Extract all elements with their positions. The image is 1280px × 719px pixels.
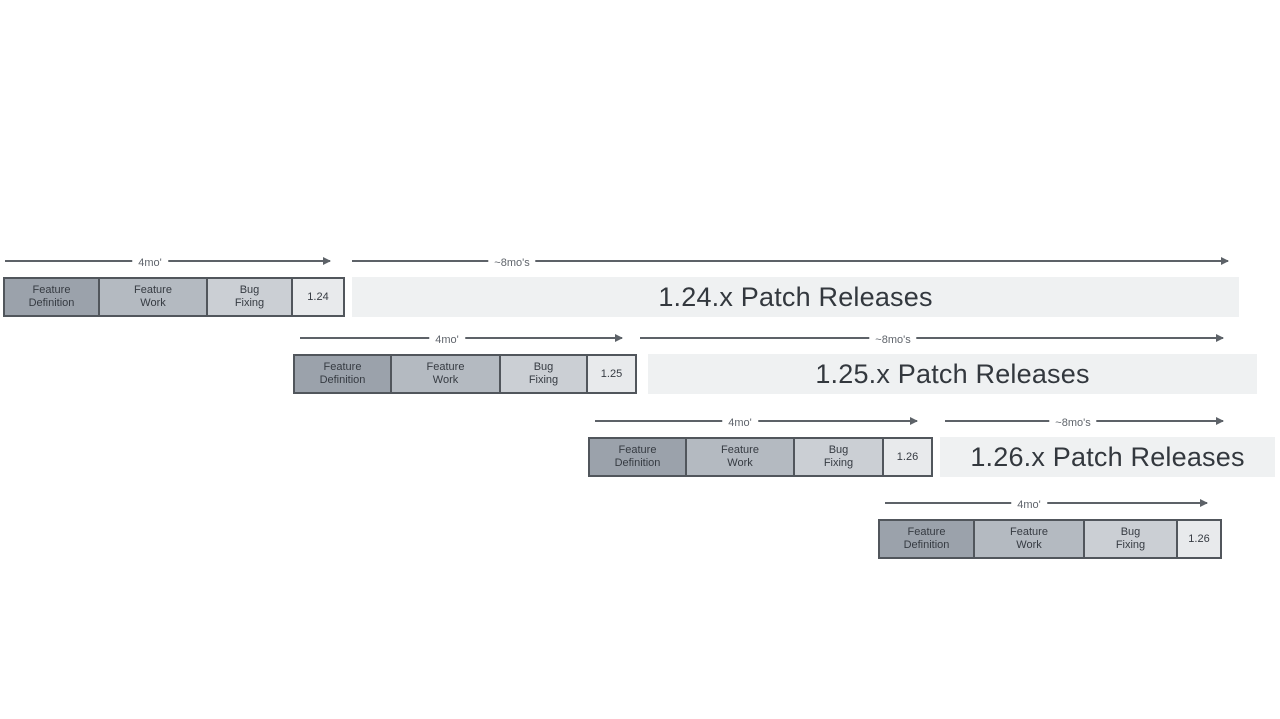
patch-releases-bar: 1.26.x Patch Releases bbox=[940, 437, 1275, 477]
patch-releases-label: 1.26.x Patch Releases bbox=[970, 441, 1245, 472]
phase-label-line: Feature bbox=[1010, 526, 1048, 538]
dev-duration-label: 4mo' bbox=[132, 256, 168, 270]
phase-label-line: Feature bbox=[323, 361, 362, 373]
version-label: 1.26 bbox=[896, 450, 919, 463]
phase-boxes: Feature Definition Feature Work Bug Fixi… bbox=[588, 437, 933, 477]
phase-label-line: Work bbox=[140, 297, 166, 309]
phase-feature-definition: Feature Definition bbox=[878, 519, 975, 559]
phase-label-line: Feature bbox=[721, 444, 759, 456]
phase-boxes: Feature Definition Feature Work Bug Fixi… bbox=[3, 277, 345, 317]
patch-releases-label: 1.25.x Patch Releases bbox=[815, 358, 1090, 389]
phase-boxes: Feature Definition Feature Work Bug Fixi… bbox=[878, 519, 1222, 559]
dev-duration-label: 4mo' bbox=[429, 333, 465, 347]
phase-label-line: Work bbox=[432, 374, 459, 386]
phase-label-line: Fixing bbox=[528, 374, 559, 386]
phase-label-line: Bug bbox=[533, 361, 554, 373]
patch-duration-arrow bbox=[640, 334, 1224, 341]
phase-label-line: Bug bbox=[828, 444, 849, 456]
phase-label-line: Bug bbox=[1120, 526, 1141, 538]
version-label: 1.26 bbox=[1188, 532, 1210, 545]
patch-releases-label: 1.24.x Patch Releases bbox=[658, 281, 933, 312]
patch-releases-bar: 1.24.x Patch Releases bbox=[352, 277, 1239, 317]
phase-label-line: Work bbox=[1016, 539, 1042, 551]
phase-label-line: Definition bbox=[614, 457, 661, 469]
phase-label-line: Fixing bbox=[234, 297, 265, 309]
phase-feature-definition: Feature Definition bbox=[3, 277, 100, 317]
dev-duration-label: 4mo' bbox=[722, 416, 758, 430]
phase-label-line: Feature bbox=[907, 526, 946, 538]
dev-duration-label: 4mo' bbox=[1011, 498, 1047, 512]
phase-label-line: Fixing bbox=[1115, 539, 1146, 551]
version-box: 1.26 bbox=[882, 437, 933, 477]
phase-feature-work: Feature Work bbox=[973, 519, 1085, 559]
phase-label-line: Feature bbox=[618, 444, 657, 456]
phase-bug-fixing: Bug Fixing bbox=[206, 277, 293, 317]
phase-bug-fixing: Bug Fixing bbox=[499, 354, 588, 394]
phase-feature-definition: Feature Definition bbox=[293, 354, 392, 394]
phase-boxes: Feature Definition Feature Work Bug Fixi… bbox=[293, 354, 637, 394]
phase-label-line: Feature bbox=[32, 284, 71, 296]
phase-label-line: Definition bbox=[319, 374, 366, 386]
phase-feature-work: Feature Work bbox=[685, 437, 795, 477]
phase-label-line: Definition bbox=[28, 297, 75, 309]
patch-duration-label: ~8mo's bbox=[1049, 416, 1097, 430]
phase-feature-work: Feature Work bbox=[98, 277, 208, 317]
version-box: 1.26 bbox=[1176, 519, 1222, 559]
patch-duration-label: ~8mo's bbox=[869, 333, 917, 347]
phase-bug-fixing: Bug Fixing bbox=[793, 437, 884, 477]
phase-feature-definition: Feature Definition bbox=[588, 437, 687, 477]
version-box: 1.25 bbox=[586, 354, 637, 394]
phase-label-line: Definition bbox=[903, 539, 950, 551]
patch-duration-arrow bbox=[352, 257, 1229, 264]
version-label: 1.24 bbox=[307, 290, 329, 303]
patch-releases-bar: 1.25.x Patch Releases bbox=[648, 354, 1257, 394]
version-box: 1.24 bbox=[291, 277, 345, 317]
phase-bug-fixing: Bug Fixing bbox=[1083, 519, 1178, 559]
phase-label-line: Work bbox=[727, 457, 753, 469]
phase-label-line: Fixing bbox=[823, 457, 854, 469]
phase-label-line: Feature bbox=[426, 361, 465, 373]
phase-feature-work: Feature Work bbox=[390, 354, 501, 394]
patch-duration-label: ~8mo's bbox=[488, 256, 536, 270]
version-label: 1.25 bbox=[600, 367, 623, 380]
phase-label-line: Bug bbox=[239, 284, 260, 296]
phase-label-line: Feature bbox=[134, 284, 172, 296]
